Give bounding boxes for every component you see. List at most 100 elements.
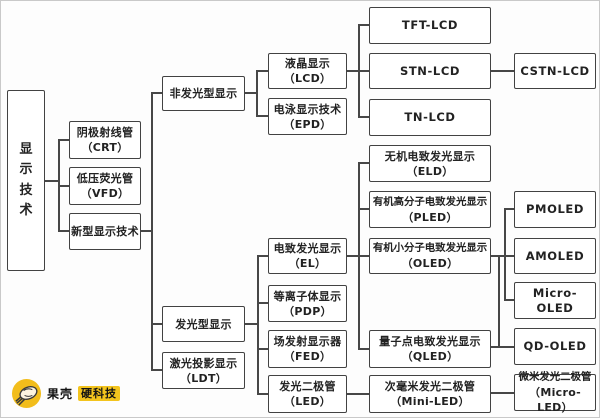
connector	[257, 393, 268, 395]
connector	[256, 115, 268, 117]
connector	[151, 92, 153, 370]
connector	[358, 255, 369, 257]
connector	[491, 392, 514, 394]
node-ldt-title: 激光投影显示	[169, 356, 238, 370]
node-fed-title: 场发射显示器	[273, 335, 342, 348]
node-pmoled: PMOLED	[514, 191, 596, 228]
connector	[256, 70, 258, 117]
node-oled-title: 有机小分子电致发光显示	[372, 242, 488, 254]
node-micro-led: 微米发光二极管 （Micro-LED）	[514, 371, 596, 414]
node-pled-sub: （PLED）	[402, 210, 458, 224]
node-crt: 阴极射线管 （CRT）	[69, 121, 141, 159]
connector	[358, 348, 369, 350]
node-stn-lcd-title: STN-LCD	[399, 63, 461, 78]
node-mini-led-sub: （Mini-LED）	[390, 395, 470, 408]
node-non-emissive: 非发光型显示	[162, 76, 245, 111]
connector	[504, 299, 514, 301]
connector	[347, 255, 358, 257]
connector	[257, 348, 268, 350]
node-oled-sub: （OLED）	[401, 257, 459, 270]
connector	[257, 255, 259, 394]
node-tft-lcd-title: TFT-LCD	[401, 18, 459, 32]
node-display-technology: 显示技术	[7, 90, 45, 271]
node-micro-oled: Micro-OLED	[514, 282, 596, 319]
node-pmoled-title: PMOLED	[526, 202, 584, 216]
node-eld-title: 无机电致发光显示	[384, 149, 476, 163]
node-el-sub: （EL）	[288, 257, 327, 270]
connector	[58, 185, 69, 187]
node-stn-lcd: STN-LCD	[369, 53, 491, 89]
node-led-title: 发光二极管	[279, 380, 336, 393]
node-el: 电致发光显示 （EL）	[268, 238, 347, 274]
guokr-brand-text: 果壳	[47, 387, 74, 401]
node-tn-lcd-title: TN-LCD	[404, 110, 456, 124]
node-cstn-lcd-title: CSTN-LCD	[520, 63, 590, 78]
connector	[141, 230, 151, 232]
node-mini-led-title: 次毫米发光二极管	[384, 380, 476, 393]
node-epd: 电泳显示技术 （EPD）	[268, 98, 347, 135]
node-eld-sub: （ELD）	[406, 164, 454, 178]
connector	[256, 70, 268, 72]
node-eld: 无机电致发光显示 （ELD）	[369, 145, 491, 182]
connector	[491, 70, 514, 72]
node-vfd: 低压荧光管 （VFD）	[69, 167, 141, 205]
connector	[45, 180, 58, 182]
connector	[358, 208, 369, 210]
node-cstn-lcd: CSTN-LCD	[514, 53, 596, 89]
connector	[257, 302, 268, 304]
connector	[491, 255, 514, 257]
node-pled: 有机高分子电致发光显示 （PLED）	[369, 191, 491, 228]
node-led: 发光二极管 （LED）	[268, 375, 347, 413]
node-display-technology-label: 显示技术	[19, 141, 33, 219]
node-micro-led-title: 微米发光二极管	[518, 371, 592, 383]
node-tn-lcd: TN-LCD	[369, 99, 491, 136]
node-non-emissive-title: 非发光型显示	[169, 87, 238, 100]
node-pled-title: 有机高分子电致发光显示	[372, 195, 488, 208]
node-lcd: 液晶显示 （LCD）	[268, 53, 347, 89]
node-new-display: 新型显示技术	[69, 213, 141, 250]
connector	[151, 323, 162, 325]
node-fed-sub: （FED）	[283, 350, 332, 363]
connector	[504, 208, 514, 210]
node-lcd-title: 液晶显示	[284, 57, 331, 70]
connector	[245, 323, 257, 325]
node-micro-oled-title: Micro-OLED	[532, 285, 578, 315]
node-qled-sub: （QLED）	[401, 350, 459, 363]
connector	[358, 70, 369, 72]
node-qled-title: 量子点电致发光显示	[379, 335, 481, 348]
node-amoled: AMOLED	[514, 238, 596, 274]
connector	[347, 70, 358, 72]
connector	[245, 92, 256, 94]
guokr-badge-text: 硬科技	[78, 386, 121, 401]
node-fed: 场发射显示器 （FED）	[268, 330, 347, 368]
connector	[504, 208, 506, 300]
connector	[491, 346, 514, 348]
connector	[58, 139, 69, 141]
node-micro-led-sub: （Micro-LED）	[529, 386, 581, 414]
node-qd-oled: QD-OLED	[514, 328, 596, 365]
node-pdp-sub: （PDP）	[283, 304, 332, 318]
node-emissive-title: 发光型显示	[175, 317, 232, 331]
node-crt-sub: （CRT）	[81, 141, 129, 154]
node-el-title: 电致发光显示	[273, 242, 342, 255]
node-qled: 量子点电致发光显示 （QLED）	[369, 330, 491, 368]
node-ldt-sub: （LDT）	[179, 371, 228, 385]
connector	[498, 255, 500, 347]
node-vfd-sub: （VFD）	[80, 187, 130, 200]
node-lcd-sub: （LCD）	[283, 72, 332, 85]
node-vfd-title: 低压荧光管	[76, 172, 134, 185]
connector	[151, 369, 162, 371]
node-amoled-title: AMOLED	[525, 248, 585, 263]
node-tft-lcd: TFT-LCD	[369, 7, 491, 44]
node-pdp: 等离子体显示 （PDP）	[268, 285, 347, 322]
connector	[58, 230, 69, 232]
node-crt-title: 阴极射线管	[76, 126, 134, 139]
node-epd-sub: （EPD）	[283, 117, 332, 131]
node-qd-oled-title: QD-OLED	[523, 339, 587, 353]
node-mini-led: 次毫米发光二极管 （Mini-LED）	[369, 375, 491, 413]
node-led-sub: （LED）	[283, 395, 332, 408]
connector	[358, 162, 369, 164]
node-ldt: 激光投影显示 （LDT）	[162, 352, 245, 389]
connector	[358, 116, 369, 118]
